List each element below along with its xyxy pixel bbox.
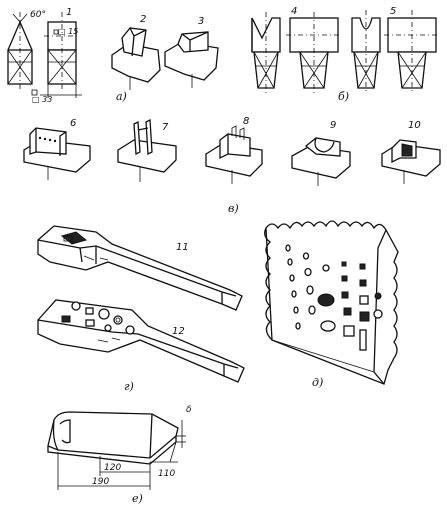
panel-label-g: г) [124, 380, 134, 393]
panel-g-group: 11 12 г) [37, 225, 245, 393]
panel-v-group: 6 7 8 9 [23, 116, 441, 215]
item-number-2: 2 [140, 14, 146, 25]
item-8-tool [205, 125, 263, 184]
item-5-front-view [351, 10, 381, 94]
item-number-11: 11 [176, 242, 189, 253]
item-number-7: 7 [162, 122, 169, 133]
item-11-bar-tool [37, 225, 243, 311]
item-7-tool [117, 118, 177, 182]
item-5-side-view [384, 10, 440, 94]
item-number-4: 4 [291, 6, 297, 17]
thickness-symbol: δ [186, 405, 192, 415]
item-2-anvil-tool [111, 27, 161, 90]
item-10-tool [381, 139, 441, 184]
angle-dimension: 60° [30, 10, 46, 20]
item-number-12: 12 [172, 326, 185, 337]
dimension-120: 120 [104, 463, 121, 473]
item-9-tool [291, 137, 351, 186]
item-4-front-view [251, 12, 281, 94]
panel-label-e: е) [132, 492, 143, 505]
item-number-1: 1 [66, 7, 72, 18]
panel-b-group: 4 5 б) [251, 6, 440, 103]
panel-a-group: 60° □ 15 □ 33 1 2 3 а) [7, 7, 219, 104]
item-1-side-view [44, 12, 80, 92]
square-dimension-bottom: □ 33 [32, 95, 52, 104]
item-number-6: 6 [70, 118, 76, 129]
item-number-10: 10 [408, 120, 421, 131]
panel-label-d: д) [312, 376, 323, 389]
item-number-8: 8 [243, 116, 249, 127]
square-dimension-top: □ 15 [58, 27, 78, 36]
panel-e-group: 120 190 110 δ е) [47, 405, 192, 505]
dimension-190: 190 [92, 477, 109, 487]
item-number-5: 5 [390, 6, 396, 17]
item-number-3: 3 [198, 16, 204, 27]
item-3-anvil-tool [164, 31, 219, 88]
item-4-side-view [286, 12, 342, 94]
item-number-9: 9 [330, 120, 336, 131]
dimension-33 [31, 84, 82, 98]
dimension-110: 110 [158, 469, 175, 479]
item-1-front-view [7, 12, 33, 92]
panel-label-b: б) [338, 90, 349, 103]
item-6-tool [23, 127, 91, 180]
panel-d-group: д) [264, 220, 399, 389]
bent-plate-tool [47, 411, 179, 465]
item-12-bar-tool [37, 299, 245, 383]
dimension-lines [57, 420, 186, 490]
panel-label-v: в) [228, 202, 239, 215]
swage-block [264, 220, 399, 385]
panel-label-a: а) [116, 90, 127, 103]
